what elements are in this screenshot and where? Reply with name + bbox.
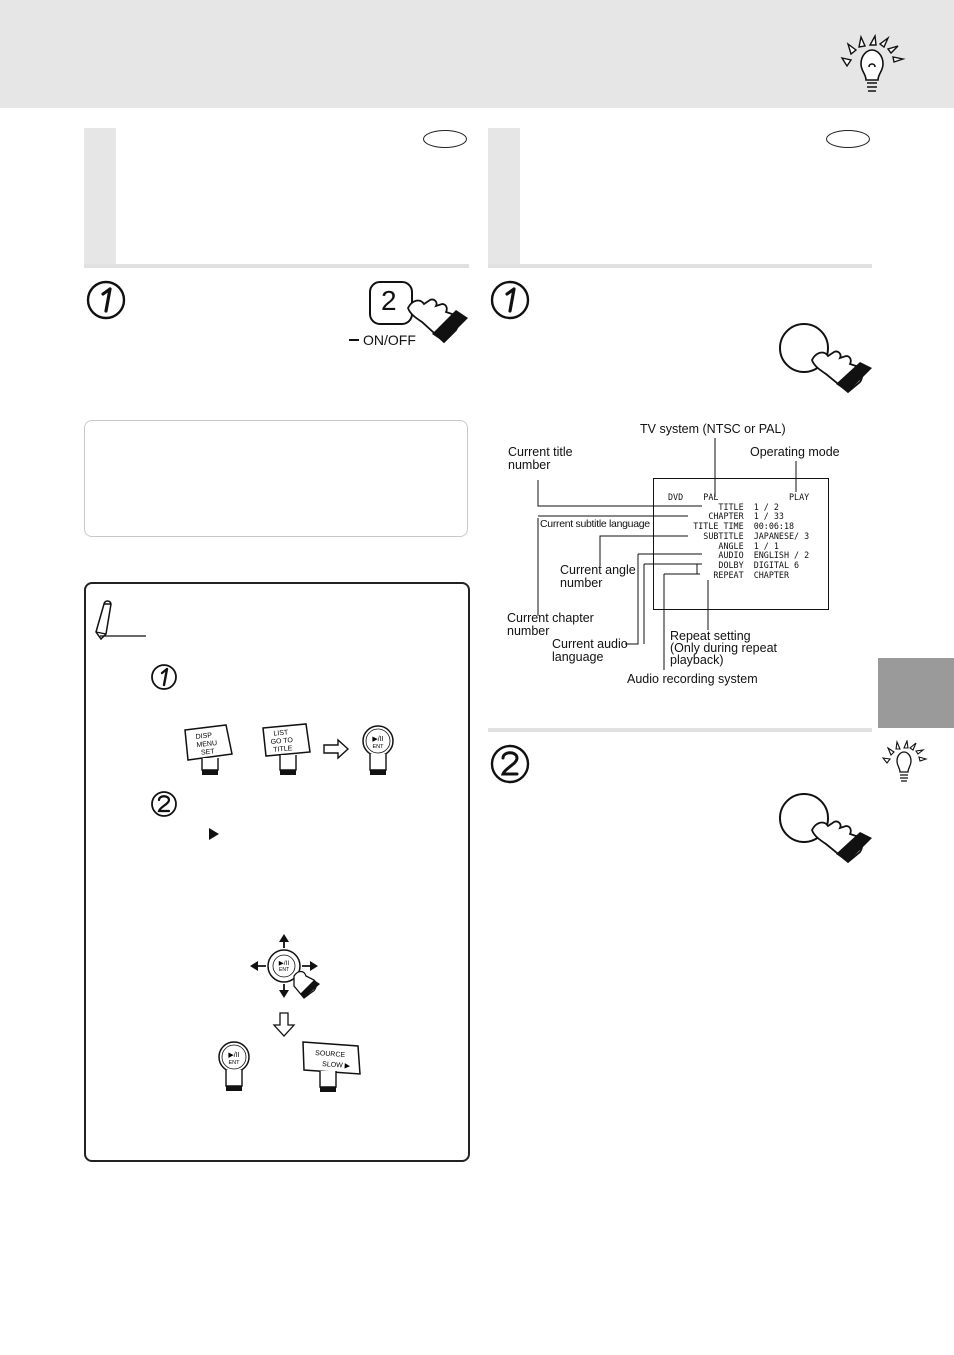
svg-text:GO TO: GO TO (270, 737, 293, 746)
label-current-chapter-1: Current chapter (507, 611, 594, 625)
pencil-icon (95, 600, 146, 640)
play-triangle-icon (209, 828, 219, 840)
svg-text:TITLE: TITLE (273, 745, 293, 754)
button-number: 2 (381, 285, 397, 316)
osd-line-2: CHAPTER 1 / 33 (668, 511, 784, 522)
note-box: DISP MENU SET LIST GO TO TITLE ▶/II ENT (84, 582, 470, 1162)
label-current-title-1: Current title (508, 445, 573, 459)
label-current-subtitle: Current subtitle language (540, 518, 652, 531)
osd-line-3: TITLE TIME 00:06:18 (668, 521, 795, 532)
osd-line-1: TITLE 1 / 2 (668, 501, 779, 512)
label-current-audio-1: Current audio (552, 637, 628, 651)
left-section-tab (84, 128, 116, 268)
label-current-angle-1: Current angle (560, 563, 636, 577)
note-step-2-icon (151, 791, 177, 817)
source-slow-button[interactable]: SOURCE SLOW ▶ (300, 1040, 364, 1096)
osd-line-6: AUDIO ENGLISH / 2 (668, 550, 810, 561)
osd-diagram: TV system (NTSC or PAL) Operating mode C… (500, 420, 860, 696)
svg-text:SLOW ▶: SLOW ▶ (322, 1061, 351, 1070)
right-step-2-icon (490, 744, 530, 784)
osd-line-8: REPEAT CHAPTER (668, 569, 790, 580)
label-repeat-1: Repeat setting (670, 629, 751, 643)
joystick-ent-button[interactable]: ▶/II ENT (248, 932, 326, 1002)
svg-text:SOURCE: SOURCE (315, 1050, 346, 1059)
left-section-rule (84, 264, 469, 268)
lightbulb-icon (840, 34, 906, 92)
step-1-icon (86, 280, 126, 320)
label-current-chapter-2: number (507, 624, 550, 638)
right-step-1-icon (490, 280, 530, 320)
label-current-audio-2: language (552, 650, 604, 664)
left-section-header (84, 128, 469, 268)
hollow-arrow-right-icon (323, 738, 350, 760)
on-off-label: ON/OFF (363, 332, 416, 348)
right-section-header (488, 128, 872, 268)
svg-text:ENT: ENT (373, 744, 385, 750)
hollow-arrow-down-icon (272, 1012, 296, 1037)
osd-line-4: SUBTITLE JAPANESE/ 3 (668, 530, 810, 541)
left-mode-oval (423, 130, 467, 148)
side-index-tab (878, 658, 954, 728)
osd-line-7: DOLBY DIGITAL 6 (668, 559, 800, 570)
label-tv-system: TV system (NTSC or PAL) (640, 422, 786, 436)
right-section-rule (488, 264, 872, 268)
label-repeat-2: (Only during repeat (670, 641, 778, 655)
right-mode-oval (826, 130, 870, 148)
label-current-angle-2: number (560, 576, 603, 590)
right-section-tab (488, 128, 520, 268)
info-box (84, 420, 468, 537)
svg-text:▶/II: ▶/II (228, 1052, 239, 1059)
small-lightbulb-icon (881, 740, 928, 782)
osd-screen: DVD PAL PLAY TITLE 1 / 2 CHAPTER 1 / 33 … (653, 478, 829, 610)
round-button-press-2[interactable] (776, 792, 874, 864)
round-button-press-1[interactable] (776, 322, 874, 394)
on-off-dash (349, 339, 359, 341)
pressing-hand-icon (369, 281, 468, 344)
osd-leader-lines (537, 438, 797, 670)
svg-text:ENT: ENT (279, 967, 289, 973)
osd-line-5: ANGLE 1 / 1 (668, 540, 779, 551)
label-audio-recording: Audio recording system (627, 672, 758, 686)
play-pause-ent-button[interactable]: ▶/II ENT (360, 724, 396, 778)
list-goto-title-button[interactable]: LIST GO TO TITLE (260, 722, 314, 778)
remote-button-2[interactable]: 2 (368, 280, 468, 348)
label-operating-mode: Operating mode (750, 445, 840, 459)
osd-line-0: DVD PAL PLAY (668, 492, 810, 502)
note-step-1-icon (151, 664, 177, 690)
label-current-title-2: number (508, 458, 551, 472)
svg-text:▶/II: ▶/II (372, 736, 383, 743)
header-band (0, 0, 954, 108)
disp-menu-set-button[interactable]: DISP MENU SET (180, 724, 234, 778)
right-divider-rule (488, 728, 872, 732)
play-pause-ent-button-2[interactable]: ▶/II ENT (216, 1040, 252, 1094)
svg-text:DISP: DISP (195, 732, 212, 741)
svg-text:LIST: LIST (273, 729, 289, 737)
svg-text:SET: SET (201, 748, 216, 756)
svg-text:MENU: MENU (196, 740, 217, 749)
svg-text:ENT: ENT (229, 1060, 241, 1066)
svg-text:▶/II: ▶/II (279, 960, 290, 967)
label-repeat-3: playback) (670, 653, 724, 667)
